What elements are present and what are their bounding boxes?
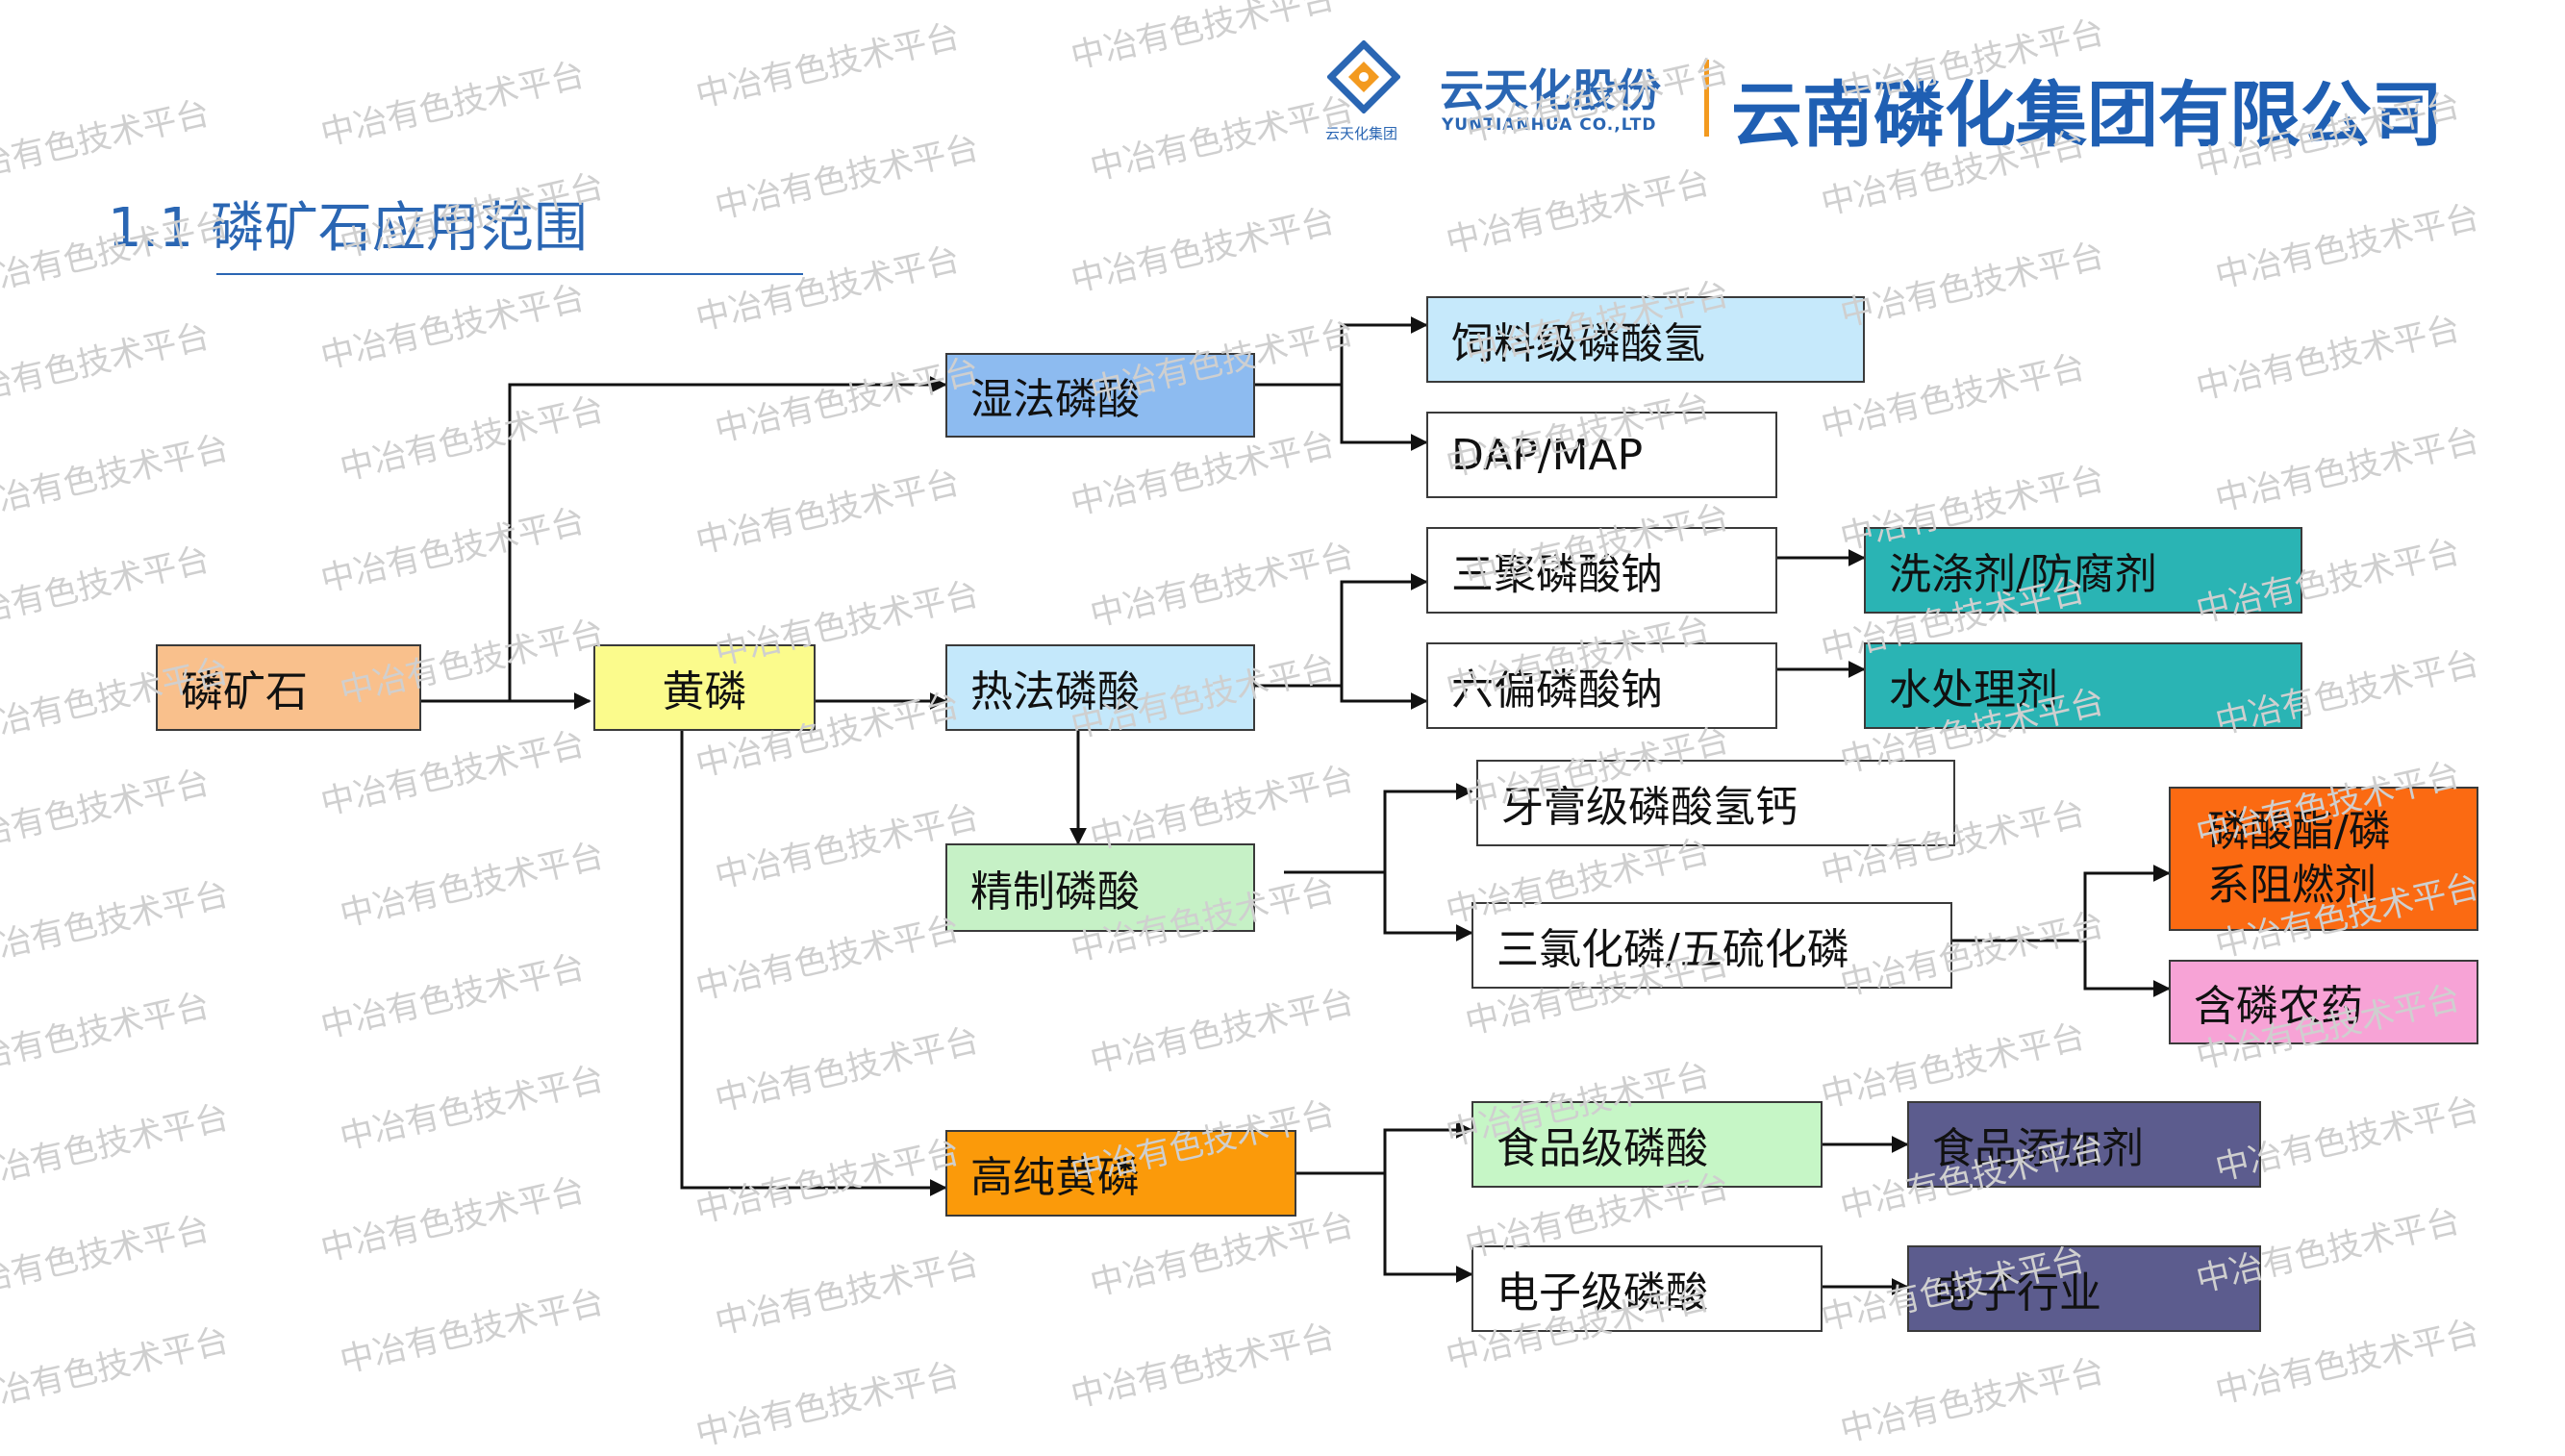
node-label: 三聚磷酸钠 <box>1451 550 1663 599</box>
node-label-line2: 系阻燃剂 <box>2207 861 2376 910</box>
node-yellow-phosphorus: 黄磷 <box>593 644 816 731</box>
node-food-grade-acid: 食品级磷酸 <box>1471 1101 1823 1188</box>
node-label: 高纯黄磷 <box>970 1153 1140 1202</box>
company-name: 云南磷化集团有限公司 <box>1731 74 2443 157</box>
node-dap-map: DAP/MAP <box>1426 412 1777 498</box>
node-label: DAP/MAP <box>1451 430 1644 480</box>
node-label: 三氯化磷/五硫化磷 <box>1496 925 1849 974</box>
slide-title: 1.1 磷矿石应用范围 <box>108 197 588 260</box>
node-label: 磷矿石 <box>181 667 308 716</box>
node-label: 牙膏级磷酸氢钙 <box>1501 783 1798 832</box>
node-label: 精制磷酸 <box>970 867 1140 916</box>
edge-purified-toothpaste <box>1383 783 1473 872</box>
node-phosphorus-pesticide: 含磷农药 <box>2169 960 2478 1044</box>
yuntianhua-logo-icon <box>1327 40 1400 113</box>
brand-name-cn: 云天化股份 <box>1440 64 1661 116</box>
node-label: 黄磷 <box>662 667 747 716</box>
node-label: 食品级磷酸 <box>1496 1124 1708 1173</box>
node-high-purity-phosphorus: 高纯黄磷 <box>945 1130 1296 1217</box>
node-label: 电子行业 <box>1932 1268 2101 1318</box>
node-electronics-industry: 电子行业 <box>1907 1245 2261 1332</box>
node-label: 湿法磷酸 <box>970 375 1140 424</box>
edge-yellow-highpurity <box>680 731 947 1196</box>
title-underline <box>216 273 803 275</box>
node-phosphate-ester: 磷酸酯/磷 系阻燃剂 <box>2169 787 2478 931</box>
edge-purified-pcl3 <box>1383 872 1473 941</box>
node-toothpaste-dcp: 牙膏级磷酸氢钙 <box>1476 760 1955 846</box>
node-label: 六偏磷酸钠 <box>1451 665 1663 715</box>
node-shmp: 六偏磷酸钠 <box>1426 642 1777 729</box>
node-phosphate-rock: 磷矿石 <box>156 644 421 731</box>
node-purified-acid: 精制磷酸 <box>945 843 1255 932</box>
edge-rock-wet <box>508 376 947 701</box>
node-thermal-acid: 热法磷酸 <box>945 644 1255 731</box>
node-water-treatment: 水处理剂 <box>1864 642 2302 729</box>
edge-wet-feed <box>1340 316 1428 385</box>
node-label: 含磷农药 <box>2194 982 2363 1031</box>
node-electronic-grade-acid: 电子级磷酸 <box>1471 1245 1823 1332</box>
edge-highpurity-food <box>1383 1121 1473 1173</box>
node-label: 热法磷酸 <box>970 667 1140 716</box>
node-label: 水处理剂 <box>1889 665 2058 715</box>
brand-name-en: YUNTIANHUA CO.,LTD <box>1442 115 1657 135</box>
node-feed-dcp: 饲料级磷酸氢 <box>1426 296 1865 383</box>
logo-caption: 云天化集团 <box>1325 125 1398 142</box>
node-pcl3-p2s5: 三氯化磷/五硫化磷 <box>1471 902 1952 989</box>
brand-divider <box>1704 60 1709 137</box>
node-food-additive: 食品添加剂 <box>1907 1101 2261 1188</box>
node-label: 饲料级磷酸氢 <box>1451 319 1705 368</box>
node-detergent: 洗涤剂/防腐剂 <box>1864 527 2302 614</box>
edge-pcl3-ester <box>2083 865 2171 941</box>
node-label: 洗涤剂/防腐剂 <box>1889 550 2157 599</box>
node-label: 电子级磷酸 <box>1496 1268 1708 1318</box>
edge-thermal-stpp <box>1340 573 1428 686</box>
edge-highpurity-electronic <box>1383 1173 1473 1283</box>
edge-wet-dap <box>1340 385 1428 451</box>
node-wet-process-acid: 湿法磷酸 <box>945 353 1255 438</box>
edge-thermal-shmp <box>1340 686 1428 710</box>
edge-pcl3-pesticide <box>2083 941 2171 997</box>
node-label: 食品添加剂 <box>1932 1124 2144 1173</box>
node-label-line1: 磷酸酯/磷 <box>2207 807 2391 856</box>
node-stpp: 三聚磷酸钠 <box>1426 527 1777 614</box>
